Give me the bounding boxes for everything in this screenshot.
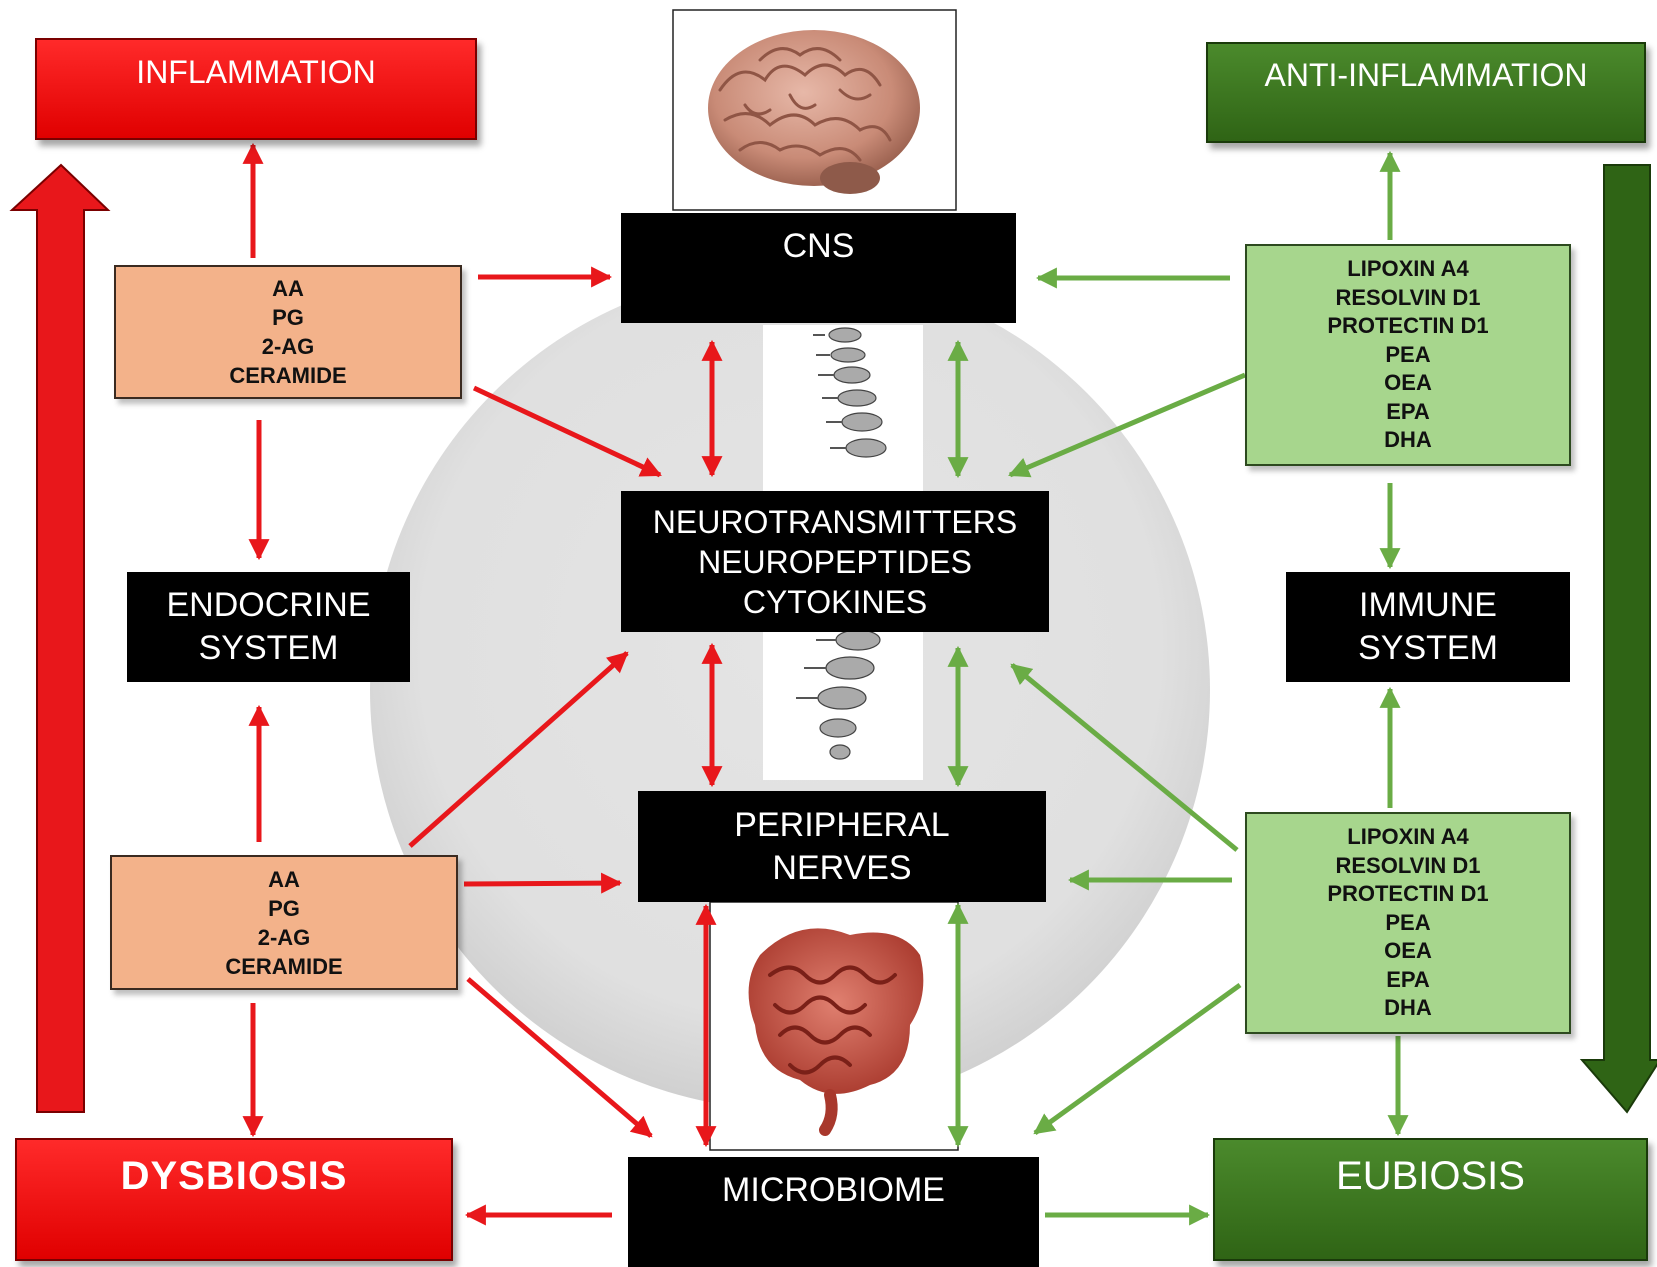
intestine-image	[710, 902, 958, 1150]
mediator-oea: OEA	[1384, 369, 1432, 398]
pro-inflammatory-mediators-top: AA PG 2-AG CERAMIDE	[114, 265, 462, 399]
cns-node: CNS	[621, 213, 1016, 323]
immune-system-node: IMMUNE SYSTEM	[1286, 572, 1570, 682]
brain-image	[673, 10, 956, 210]
mediator-ceramide: CERAMIDE	[229, 361, 346, 390]
endocrine-label: ENDOCRINE	[166, 584, 370, 627]
pro-inflammatory-mediators-bottom: AA PG 2-AG CERAMIDE	[110, 855, 458, 990]
big-red-up-arrow	[12, 165, 108, 1112]
mediator-2-ag: 2-AG	[262, 332, 315, 361]
endocrine-system-node: ENDOCRINE SYSTEM	[127, 572, 410, 682]
mediator-pea: PEA	[1385, 909, 1430, 938]
peripheral-label: PERIPHERAL	[734, 804, 949, 847]
mediator-pea: PEA	[1385, 341, 1430, 370]
mediator-resolvin-d1: RESOLVIN D1	[1335, 852, 1480, 881]
anti-inflammation-label: ANTI-INFLAMMATION	[1265, 57, 1588, 94]
mediator-aa: AA	[272, 274, 304, 303]
eubiosis-label: EUBIOSIS	[1336, 1154, 1525, 1199]
big-green-down-arrow	[1582, 165, 1657, 1112]
immune-label: IMMUNE	[1359, 584, 1497, 627]
mediator-pg: PG	[268, 894, 300, 923]
mediator-2-ag: 2-AG	[258, 923, 311, 952]
anti-inflammatory-mediators-bottom: LIPOXIN A4 RESOLVIN D1 PROTECTIN D1 PEA …	[1245, 812, 1571, 1034]
mediators-node: NEUROTRANSMITTERS NEUROPEPTIDES CYTOKINE…	[621, 491, 1049, 632]
mediator-lipoxin-a4: LIPOXIN A4	[1347, 823, 1468, 852]
mediator-epa: EPA	[1386, 966, 1430, 995]
mediator-dha: DHA	[1384, 994, 1432, 1023]
microbiome-label: MICROBIOME	[722, 1171, 945, 1210]
endocrine-system-label: SYSTEM	[199, 627, 339, 670]
anti-inflammatory-mediators-top: LIPOXIN A4 RESOLVIN D1 PROTECTIN D1 PEA …	[1245, 244, 1571, 466]
mediator-protectin-d1: PROTECTIN D1	[1327, 880, 1488, 909]
dysbiosis-banner: DYSBIOSIS	[15, 1138, 453, 1261]
mediator-resolvin-d1: RESOLVIN D1	[1335, 284, 1480, 313]
dysbiosis-label: DYSBIOSIS	[121, 1154, 348, 1199]
mediator-pg: PG	[272, 303, 304, 332]
neuropeptides-label: NEUROPEPTIDES	[698, 542, 972, 582]
immune-system-label: SYSTEM	[1358, 627, 1498, 670]
microbiome-node: MICROBIOME	[628, 1157, 1039, 1267]
inflammation-banner: INFLAMMATION	[35, 38, 477, 140]
eubiosis-banner: EUBIOSIS	[1213, 1138, 1648, 1261]
mediator-ceramide: CERAMIDE	[225, 952, 342, 981]
anti-inflammation-banner: ANTI-INFLAMMATION	[1206, 42, 1646, 143]
inflammation-label: INFLAMMATION	[136, 54, 375, 91]
peripheral-nerves-node: PERIPHERAL NERVES	[638, 791, 1046, 902]
mediator-dha: DHA	[1384, 426, 1432, 455]
mediator-oea: OEA	[1384, 937, 1432, 966]
mediator-aa: AA	[268, 865, 300, 894]
nerves-label: NERVES	[772, 847, 911, 890]
mediator-lipoxin-a4: LIPOXIN A4	[1347, 255, 1468, 284]
mediator-epa: EPA	[1386, 398, 1430, 427]
mediator-protectin-d1: PROTECTIN D1	[1327, 312, 1488, 341]
cytokines-label: CYTOKINES	[743, 582, 927, 622]
neurotransmitters-label: NEUROTRANSMITTERS	[653, 502, 1017, 542]
cns-label: CNS	[783, 227, 855, 266]
